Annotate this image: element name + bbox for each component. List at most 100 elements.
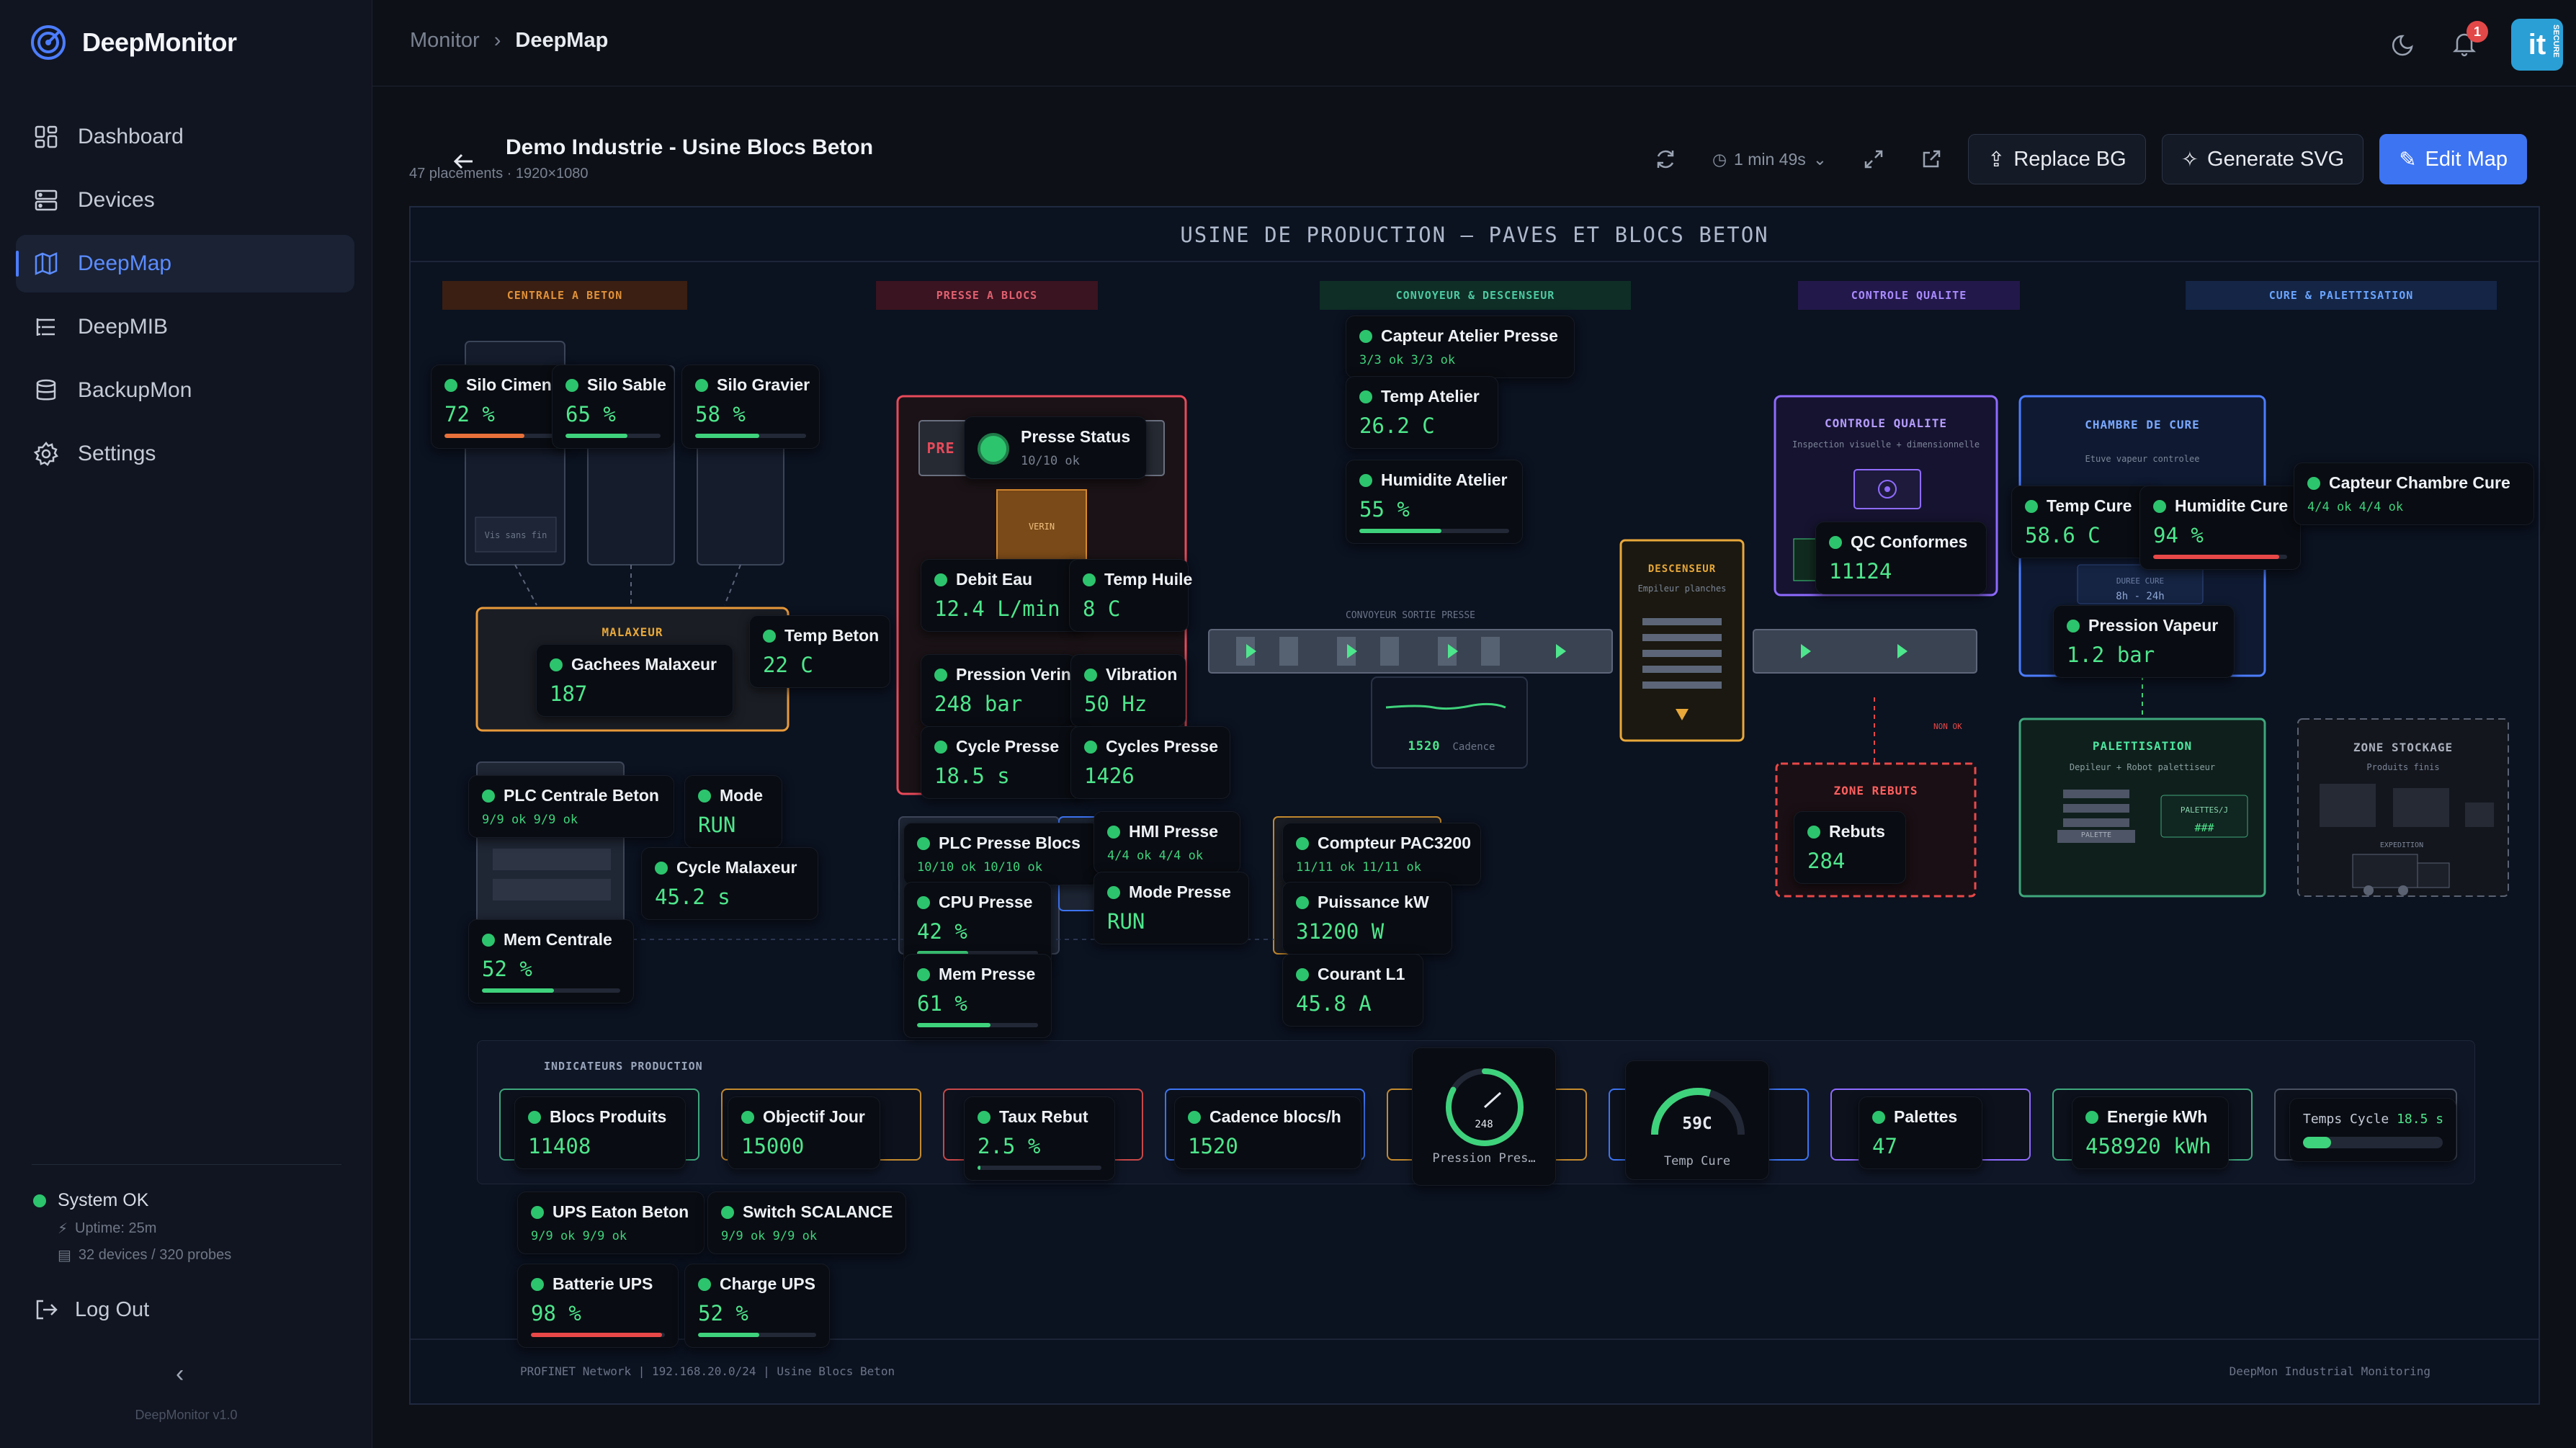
nav-item-deepmib[interactable]: DeepMIB: [16, 298, 354, 356]
widget-qc-conformes[interactable]: QC Conformes 11124: [1815, 522, 1987, 594]
widget-temps-cycle[interactable]: Temps Cycle 18.5 s: [2289, 1098, 2456, 1162]
widget-palettes[interactable]: Palettes 47: [1859, 1096, 1982, 1169]
collapse-sidebar-chevron-icon[interactable]: ‹: [176, 1360, 184, 1388]
widget-blocs-produits[interactable]: Blocs Produits 11408: [514, 1096, 686, 1169]
widget-mode[interactable]: Mode RUN: [684, 775, 782, 848]
widget-label: Humidite Cure: [2175, 496, 2288, 516]
nav-item-settings[interactable]: Settings: [16, 425, 354, 483]
widget-energie[interactable]: Energie kWh 458920 kWh: [2072, 1096, 2229, 1169]
widget-gauge-temp-cure[interactable]: 59C Temp Cure: [1625, 1060, 1769, 1180]
widget-plc-centrale[interactable]: PLC Centrale Beton 9/9 ok 9/9 ok: [468, 775, 674, 838]
widget-mem-centrale[interactable]: Mem Centrale 52 %: [468, 919, 634, 1004]
status-dot-icon: [482, 790, 495, 803]
widget-mode-presse[interactable]: Mode Presse RUN: [1094, 872, 1249, 944]
brand[interactable]: DeepMonitor: [30, 24, 237, 61]
malaxeur-label: MALAXEUR: [477, 625, 788, 639]
widget-value: 8 C: [1083, 596, 1175, 621]
widget-value: 15000: [741, 1134, 867, 1158]
kpi-title: INDICATEURS PRODUCTION: [544, 1060, 703, 1073]
avatar[interactable]: it SECURE: [2511, 19, 2563, 71]
widget-temp-beton[interactable]: Temp Beton 22 C: [749, 615, 890, 688]
status-dot-icon: [1084, 741, 1097, 754]
logout-button[interactable]: Log Out: [33, 1297, 149, 1323]
widget-pression-vapeur[interactable]: Pression Vapeur 1.2 bar: [2053, 605, 2235, 678]
widget-presse-status[interactable]: Presse Status 10/10 ok: [964, 416, 1147, 479]
fullscreen-button[interactable]: [1853, 138, 1895, 180]
widget-taux-rebut[interactable]: Taux Rebut 2.5 %: [964, 1096, 1115, 1181]
status-ok-icon: [33, 1194, 46, 1207]
replace-bg-label: Replace BG: [2013, 148, 2126, 171]
widget-capteur-atelier[interactable]: Capteur Atelier Presse 3/3 ok 3/3 ok: [1346, 316, 1575, 378]
level-bar-fill: [2303, 1137, 2331, 1148]
generate-svg-button[interactable]: ✧ Generate SVG: [2162, 134, 2364, 184]
level-bar-fill: [1359, 529, 1441, 533]
status-dot-icon: [1829, 536, 1842, 549]
widget-switch-scalance[interactable]: Switch SCALANCE 9/9 ok 9/9 ok: [707, 1192, 906, 1254]
widget-temp-cure[interactable]: Temp Cure 58.6 C: [2011, 486, 2155, 558]
widget-value: 58.6 C: [2025, 523, 2142, 548]
widget-cycle-presse[interactable]: Cycle Presse 18.5 s: [921, 726, 1083, 799]
big-status-dot-icon: [978, 433, 1009, 465]
widget-capteur-chambre-cure[interactable]: Capteur Chambre Cure 4/4 ok 4/4 ok: [2294, 462, 2534, 525]
widget-pression-verin[interactable]: Pression Verin 248 bar: [921, 654, 1076, 727]
refresh-interval-select[interactable]: ◷ 1 min 49s ⌄: [1702, 150, 1837, 169]
widget-charge-ups[interactable]: Charge UPS 52 %: [684, 1264, 830, 1348]
footer-brand: DeepMon Industrial Monitoring: [2230, 1364, 2430, 1378]
nav-label: DeepMIB: [78, 315, 168, 339]
breadcrumb-root[interactable]: Monitor: [410, 29, 480, 53]
widget-temp-atelier[interactable]: Temp Atelier 26.2 C: [1346, 376, 1498, 449]
widget-ups-eaton[interactable]: UPS Eaton Beton 9/9 ok 9/9 ok: [517, 1192, 705, 1254]
widget-rebuts[interactable]: Rebuts 284: [1794, 811, 1906, 884]
widget-humidite-cure[interactable]: Humidite Cure 94 %: [2139, 486, 2301, 570]
widget-gachees-malaxeur[interactable]: Gachees Malaxeur 187: [536, 644, 733, 717]
status-dot-icon: [444, 379, 457, 392]
widget-plc-presse[interactable]: PLC Presse Blocs 10/10 ok 10/10 ok: [903, 823, 1099, 885]
widget-objectif-jour[interactable]: Objectif Jour 15000: [728, 1096, 880, 1169]
widget-humidite-atelier[interactable]: Humidite Atelier 55 %: [1346, 460, 1523, 544]
widget-silo-gravier[interactable]: Silo Gravier 58 %: [681, 365, 820, 449]
edit-map-button[interactable]: ✎ Edit Map: [2379, 134, 2527, 184]
widget-compteur-pac[interactable]: Compteur PAC3200 11/11 ok 11/11 ok: [1282, 823, 1481, 885]
widget-courant[interactable]: Courant L1 45.8 A: [1282, 954, 1423, 1027]
map-header: Demo Industrie - Usine Blocs Beton 47 pl…: [409, 122, 2527, 209]
widget-debit-eau[interactable]: Debit Eau 12.4 L/min: [921, 559, 1083, 632]
widget-value: 61 %: [917, 991, 1038, 1016]
non-ok-label: NON OK: [1933, 722, 1962, 731]
widget-value: 1.2 bar: [2067, 643, 2221, 667]
server-icon: [33, 187, 59, 213]
widget-label: Capteur Chambre Cure: [2329, 473, 2510, 493]
widget-silo-sable[interactable]: Silo Sable 65 %: [552, 365, 674, 449]
widget-cycle-malaxeur[interactable]: Cycle Malaxeur 45.2 s: [641, 847, 818, 920]
chambre-cure-label: CHAMBRE DE CURE: [2020, 418, 2265, 432]
widget-mem-presse[interactable]: Mem Presse 61 %: [903, 954, 1052, 1038]
nav-item-backupmon[interactable]: BackupMon: [16, 362, 354, 419]
gear-icon: [33, 441, 59, 467]
nav-item-deepmap[interactable]: DeepMap: [16, 235, 354, 292]
widget-temp-huile[interactable]: Temp Huile 8 C: [1069, 559, 1189, 632]
widget-value: 18.5 s: [2397, 1112, 2443, 1127]
palette-label: PALETTE: [2057, 831, 2135, 839]
notifications-button[interactable]: 1: [2451, 30, 2478, 61]
open-external-button[interactable]: [1910, 138, 1952, 180]
widget-silo-ciment[interactable]: Silo Ciment 72 %: [431, 365, 569, 449]
widget-gauge-pression[interactable]: 248 Pression Pres…: [1412, 1047, 1556, 1186]
widget-vibration[interactable]: Vibration 50 Hz: [1070, 654, 1186, 727]
widget-cycles-presse[interactable]: Cycles Presse 1426: [1070, 726, 1230, 799]
moon-icon[interactable]: [2390, 31, 2418, 58]
widget-value: 2.5 %: [978, 1134, 1101, 1158]
widget-label: Temp Cure: [2047, 496, 2132, 516]
refresh-button[interactable]: [1645, 138, 1686, 180]
nav-label: Dashboard: [78, 125, 184, 149]
level-bar-fill: [531, 1333, 662, 1337]
widget-puissance[interactable]: Puissance kW 31200 W: [1282, 882, 1452, 955]
nav-item-devices[interactable]: Devices: [16, 171, 354, 229]
widget-hmi-presse[interactable]: HMI Presse 4/4 ok 4/4 ok: [1094, 811, 1240, 874]
widget-batterie-ups[interactable]: Batterie UPS 98 %: [517, 1264, 679, 1348]
widget-value: 45.2 s: [655, 885, 805, 909]
status-dot-icon: [1296, 896, 1309, 909]
widget-label: Pression Vapeur: [2088, 616, 2218, 635]
widget-cadence-blocs[interactable]: Cadence blocs/h 1520: [1174, 1096, 1361, 1169]
replace-bg-button[interactable]: ⇪ Replace BG: [1968, 134, 2146, 184]
nav-item-dashboard[interactable]: Dashboard: [16, 108, 354, 166]
uptime-text: Uptime: 25m: [75, 1220, 156, 1237]
